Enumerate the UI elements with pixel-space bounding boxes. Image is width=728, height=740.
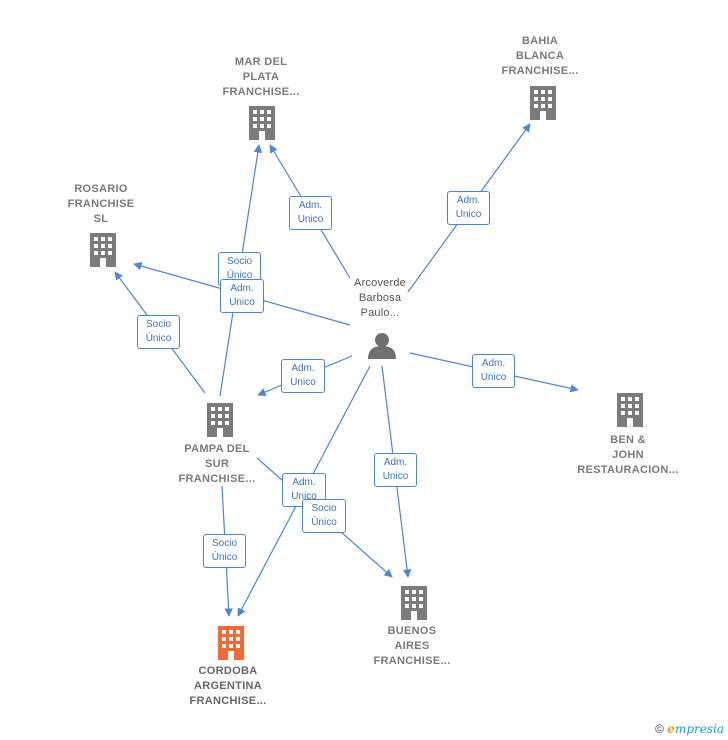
node-label-cordoba[interactable]: CORDOBA ARGENTINA FRANCHISE...: [173, 664, 283, 709]
building-icon-rosario: [90, 233, 116, 267]
label-line: SUR: [204, 458, 230, 470]
node-label-ben-john[interactable]: BEN & JOHN RESTAURACION...: [568, 433, 688, 478]
person-icon: [368, 333, 396, 359]
edge-label-line: Adm.: [383, 457, 408, 468]
edge-label-line: Único: [311, 517, 337, 528]
footer-brand[interactable]: © empresia: [655, 722, 724, 736]
label-line: FRANCHISE...: [373, 655, 451, 667]
edge-label-line: Unico: [291, 491, 317, 502]
edge-label-line: Socio: [226, 256, 252, 267]
label-line: JOHN: [612, 449, 644, 461]
node-label-mar-del-plata[interactable]: MAR DEL PLATA FRANCHISE...: [211, 55, 311, 100]
copyright-symbol: ©: [655, 722, 664, 736]
node-label-bahia-blanca[interactable]: BAHIA BLANCA FRANCHISE...: [490, 34, 590, 79]
edge-label-line: Único: [211, 552, 238, 563]
building-icon-pampa-del-sur: [207, 403, 233, 437]
edge-label-adm-unico-ben-john: Adm. Unico: [472, 354, 515, 388]
edge-label-line: Adm.: [298, 200, 323, 211]
brand-e: e: [667, 722, 675, 736]
building-icon-buenos-aires: [401, 586, 427, 620]
edge-label-line: Único: [145, 333, 172, 344]
edge-label-adm-unico-mar-del-plata: Adm. Unico: [289, 196, 332, 230]
brand-logo: empresia: [667, 722, 724, 736]
label-line: ARGENTINA: [193, 680, 263, 692]
edge-label-line: Unico: [382, 471, 409, 482]
building-icon-cordoba: [218, 626, 244, 660]
node-label-buenos-aires[interactable]: BUENOS AIRES FRANCHISE...: [362, 624, 462, 669]
edge-label-line: Unico: [229, 297, 255, 308]
edge-label-adm-unico-rosario: Adm. Unico: [220, 279, 264, 313]
edge-label-line: Adm.: [481, 358, 506, 369]
edge-label-line: Adm.: [230, 283, 254, 294]
node-label-rosario[interactable]: ROSARIO FRANCHISE SL: [51, 182, 151, 227]
edge-label-line: Adm.: [292, 477, 316, 488]
label-line: SL: [93, 213, 109, 225]
edge-label-line: Socio: [211, 538, 237, 549]
edge-label-adm-unico-bahia-blanca: Adm. Unico: [447, 191, 490, 225]
brand-rest: mpresia: [674, 722, 724, 736]
label-line: PAMPA DEL: [184, 443, 250, 455]
edge-label-line: Único: [226, 270, 253, 281]
label-line: Arcoverde: [354, 277, 406, 289]
label-line: CORDOBA: [198, 665, 258, 677]
edge-label-line: Unico: [290, 377, 316, 388]
label-line: BAHIA: [521, 35, 559, 47]
building-icon-ben-john: [617, 393, 643, 427]
edge-label-line: Socio: [311, 503, 337, 514]
building-icon-bahia-blanca: [530, 86, 556, 120]
label-line: ROSARIO: [74, 183, 128, 195]
label-line: FRANCHISE...: [501, 65, 579, 77]
label-line: Barbosa: [358, 292, 402, 304]
edge-label-line: Unico: [297, 214, 324, 225]
label-line: BUENOS: [387, 625, 437, 637]
edge-label-line: Unico: [455, 209, 482, 220]
label-line: AIRES: [394, 640, 430, 652]
label-line: PLATA: [242, 71, 280, 83]
label-line: FRANCHISE...: [189, 695, 267, 707]
building-icon-mar-del-plata: [249, 106, 275, 140]
edge-label-adm-unico-buenos-aires: Adm. Unico: [374, 453, 417, 487]
node-label-pampa-del-sur[interactable]: PAMPA DEL SUR FRANCHISE...: [167, 442, 267, 487]
label-line: BEN &: [610, 434, 646, 446]
edge-label-line: Adm.: [456, 195, 481, 206]
edge-label-line: Unico: [480, 372, 507, 383]
edge-label-socio-unico-buenos-aires: Socio Único: [302, 499, 346, 533]
label-line: FRANCHISE...: [178, 473, 256, 485]
edge-label-line: Adm.: [291, 363, 315, 374]
edge-label-adm-unico-pampa: Adm. Unico: [281, 359, 325, 393]
edge-label-line: Socio: [145, 319, 171, 330]
edge-label-socio-unico-rosario: Socio Único: [137, 315, 180, 349]
label-line: FRANCHISE: [67, 198, 135, 210]
label-line: BLANCA: [515, 50, 565, 62]
node-label-person[interactable]: Arcoverde Barbosa Paulo...: [330, 276, 430, 321]
edge-label-socio-unico-cordoba: Socio Único: [203, 534, 246, 568]
label-line: Paulo...: [360, 307, 400, 319]
label-line: RESTAURACION...: [577, 464, 679, 476]
label-line: MAR DEL: [234, 56, 288, 68]
label-line: FRANCHISE...: [222, 86, 300, 98]
